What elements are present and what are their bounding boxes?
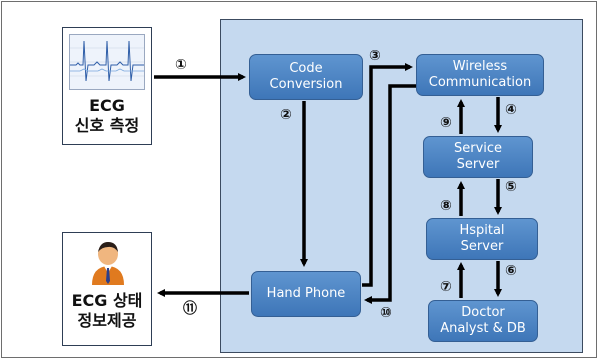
step-8-label: ⑧ [440,198,452,214]
step-10-label: ⑩ [380,305,392,321]
service-server-line2: Server [456,157,500,172]
step-9-label: ⑨ [440,115,452,131]
wireless-communication-node: Wireless Communication [416,54,544,96]
ecg-info-label-line1: ECG 상태 [71,291,143,310]
step-4-label: ④ [505,102,517,118]
step-11-label: ⑪ [183,301,197,317]
person-icon [92,242,124,285]
step-3-label: ③ [369,48,381,64]
code-conversion-line1: Code [289,61,323,76]
step-6-label: ⑥ [505,263,517,279]
arrow-3 [362,63,413,287]
doctor-line1: Doctor [461,305,505,320]
ecg-measure-box: ECG 신호 측정 [62,27,152,145]
ecg-info-box: ECG 상태 정보제공 [62,232,152,346]
hospital-server-node: Hspital Server [426,218,538,260]
doctor-line2: Analyst & DB [440,321,526,336]
ecg-waveform-image [69,34,145,90]
ecg-measure-label-line2: 신호 측정 [74,116,140,135]
wireless-line2: Communication [428,75,532,90]
step-2-label: ② [280,107,292,123]
service-server-node: Service Server [423,136,533,178]
arrow-10 [364,84,416,304]
ecg-info-label-line2: 정보제공 [77,311,137,330]
code-conversion-line2: Conversion [269,77,343,92]
code-conversion-node: Code Conversion [249,54,363,100]
step-5-label: ⑤ [505,179,517,195]
step-7-label: ⑦ [440,279,452,295]
hospital-server-line1: Hspital [459,223,505,238]
step-1-label: ① [175,57,187,73]
wireless-line1: Wireless [452,59,508,74]
service-server-line1: Service [453,141,503,156]
doctor-analyst-node: Doctor Analyst & DB [428,300,538,342]
hospital-server-line2: Server [460,239,504,254]
hand-phone-label: Hand Phone [266,286,346,301]
ecg-measure-label-line1: ECG [89,96,125,115]
hand-phone-node: Hand Phone [251,271,361,317]
